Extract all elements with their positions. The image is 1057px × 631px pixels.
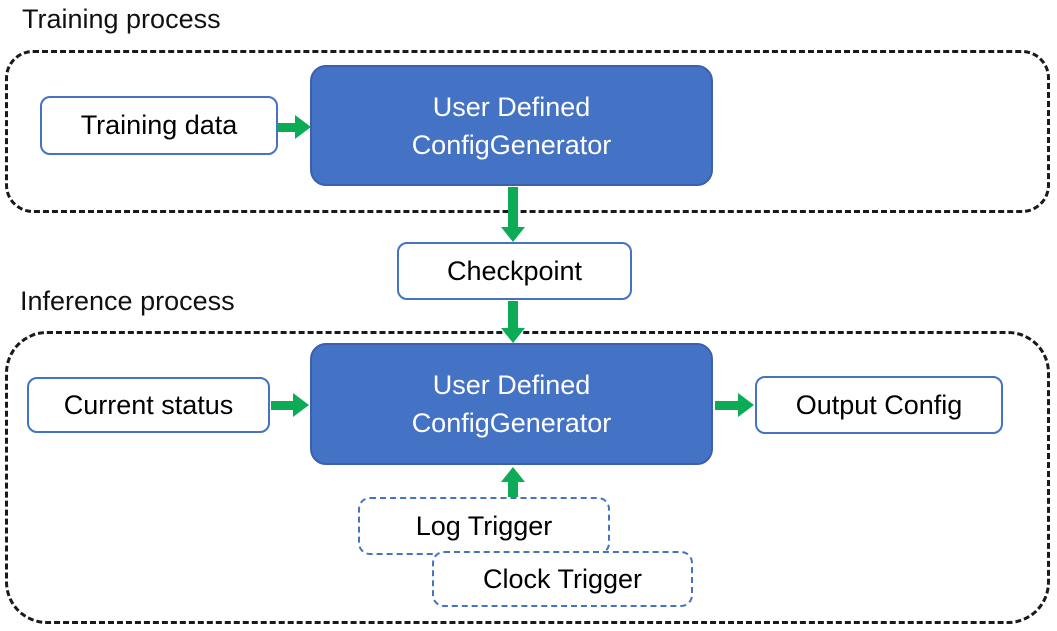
arrow-shaft bbox=[715, 400, 738, 410]
inference-process-title: Inference process bbox=[20, 286, 235, 316]
inference-config-generator-node: User Defined ConfigGenerator bbox=[310, 343, 713, 465]
inference-config-generator-label-line2: ConfigGenerator bbox=[411, 408, 612, 438]
training-process-container bbox=[5, 50, 1050, 213]
arrow-checkpoint-to-inference-generator bbox=[501, 301, 525, 343]
arrow-triggers-to-generator bbox=[501, 467, 525, 497]
arrow-shaft bbox=[508, 187, 518, 227]
output-config-label: Output Config bbox=[795, 389, 963, 420]
training-config-generator-node: User Defined ConfigGenerator bbox=[310, 65, 713, 186]
log-trigger-label: Log Trigger bbox=[415, 510, 553, 541]
current-status-node: Current status bbox=[27, 377, 270, 433]
inference-process-container bbox=[5, 331, 1050, 624]
arrow-current-status-to-generator bbox=[271, 393, 309, 417]
training-process-title: Training process bbox=[22, 4, 221, 34]
checkpoint-node: Checkpoint bbox=[397, 242, 632, 300]
arrow-shaft bbox=[508, 482, 518, 497]
arrow-shaft bbox=[508, 301, 518, 328]
training-config-generator-label-line1: User Defined bbox=[432, 91, 591, 122]
current-status-label: Current status bbox=[63, 389, 234, 420]
arrow-head-icon bbox=[501, 227, 525, 242]
arrow-head-icon bbox=[501, 467, 525, 482]
training-config-generator-label-line2: ConfigGenerator bbox=[411, 129, 612, 160]
clock-trigger-node: Clock Trigger bbox=[432, 551, 693, 607]
arrow-head-icon bbox=[738, 393, 754, 417]
arrow-shaft bbox=[277, 122, 295, 132]
arrow-training-data-to-generator bbox=[277, 115, 311, 139]
training-data-label: Training data bbox=[80, 110, 238, 140]
training-data-node: Training data bbox=[40, 96, 278, 155]
inference-config-generator-label-line1: User Defined bbox=[432, 370, 591, 400]
output-config-node: Output Config bbox=[755, 376, 1003, 434]
arrow-head-icon bbox=[293, 393, 309, 417]
arrow-head-icon bbox=[501, 328, 525, 343]
checkpoint-label: Checkpoint bbox=[446, 255, 583, 286]
log-trigger-node: Log Trigger bbox=[358, 497, 610, 555]
arrow-head-icon bbox=[295, 115, 311, 139]
arrow-shaft bbox=[271, 400, 293, 410]
arrow-generator-to-output-config bbox=[715, 393, 754, 417]
clock-trigger-label: Clock Trigger bbox=[482, 563, 643, 594]
arrow-generator-to-checkpoint bbox=[501, 187, 525, 242]
